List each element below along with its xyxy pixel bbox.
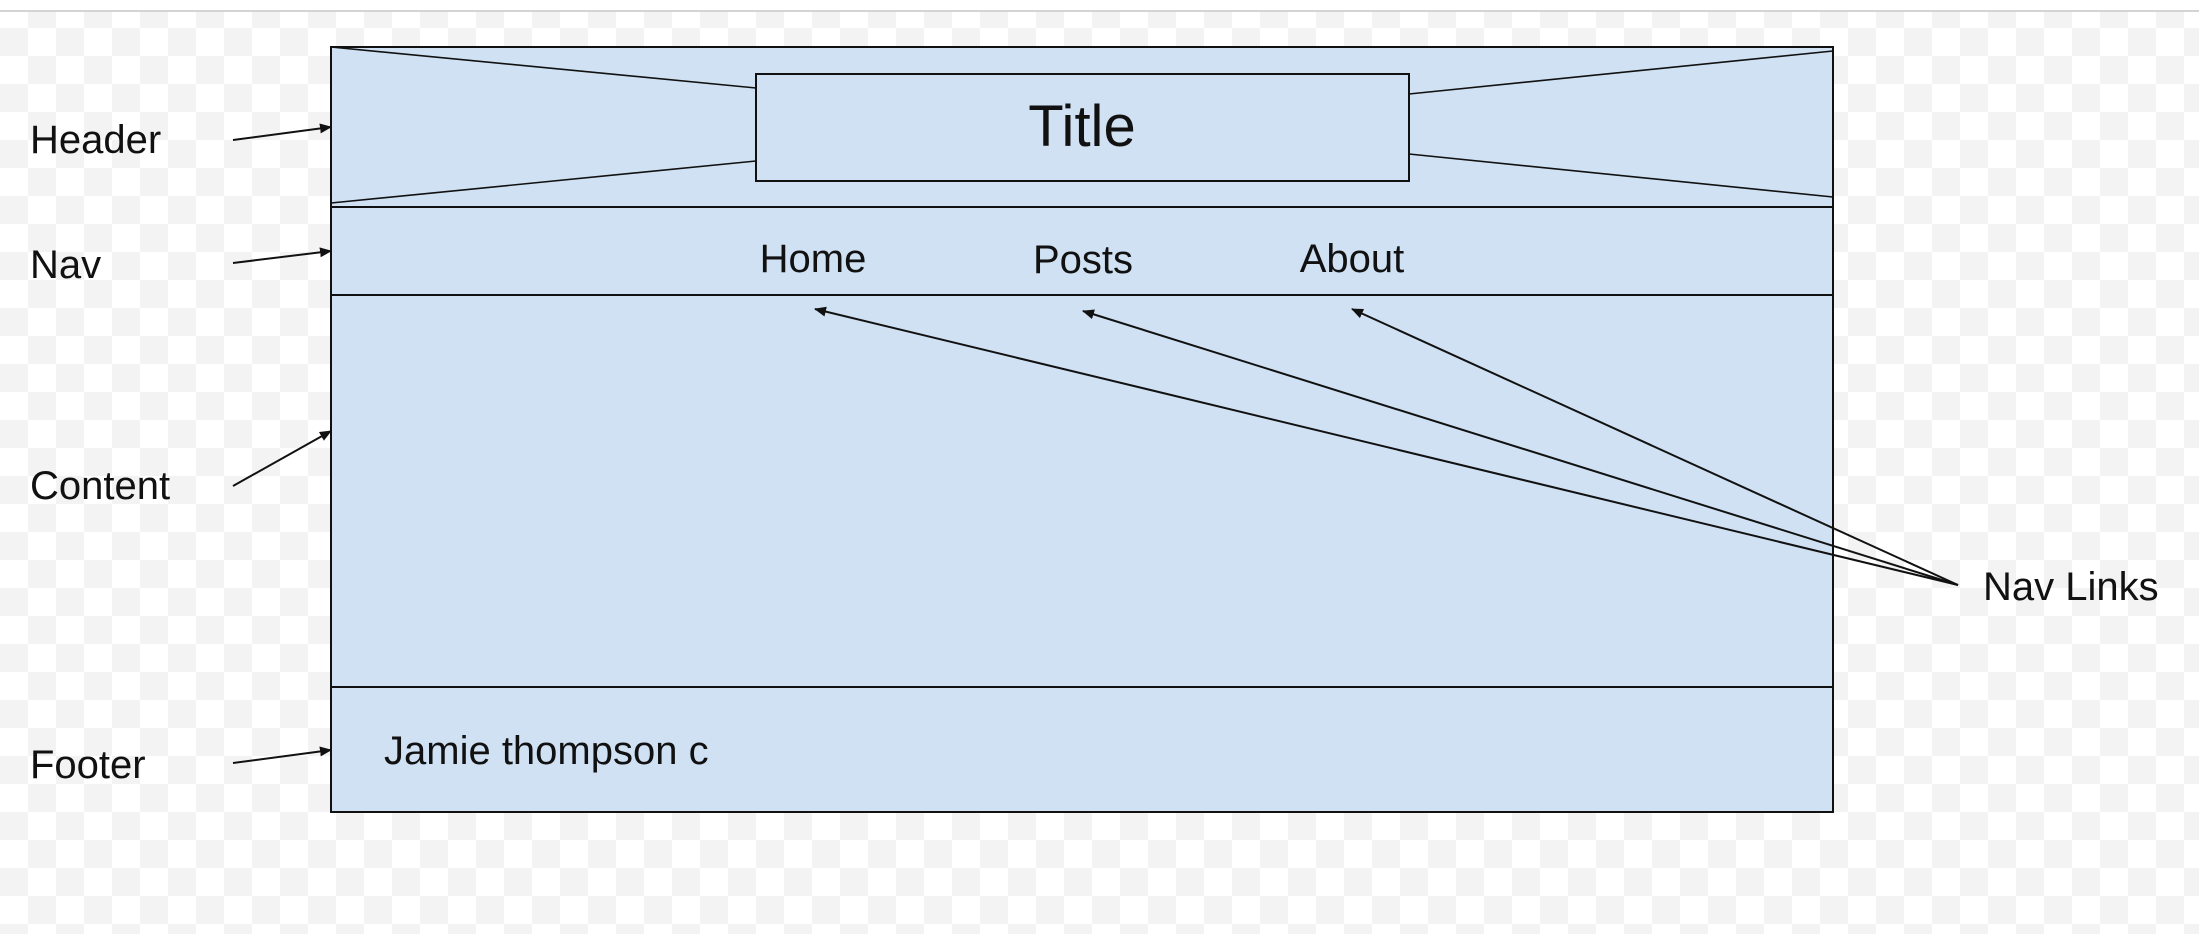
content-arrow	[232, 430, 332, 487]
nav-link-posts: Posts	[1033, 238, 1133, 282]
header-placeholder-line	[330, 160, 757, 204]
annotation-content-label: Content	[30, 464, 170, 508]
nav-arrow	[232, 247, 332, 264]
nav-links-arrow-posts	[1082, 309, 1959, 586]
nav-links-arrow-about	[1351, 308, 1959, 586]
annotation-nav-links-label: Nav Links	[1983, 565, 2159, 609]
header-placeholder-line	[330, 46, 757, 89]
nav-links-arrow-home	[814, 306, 1959, 586]
header-placeholder-line	[1408, 50, 1834, 95]
annotation-footer-label: Footer	[30, 743, 146, 787]
annotation-nav-label: Nav	[30, 243, 101, 287]
canvas-top-border	[0, 0, 2199, 12]
annotation-header-label: Header	[30, 118, 161, 162]
nav-link-about: About	[1300, 237, 1405, 281]
footer-text: Jamie thompson c	[384, 729, 709, 773]
header-placeholder-line	[1408, 153, 1834, 198]
footer-arrow	[232, 746, 332, 764]
nav-link-home: Home	[760, 237, 867, 281]
header-arrow	[232, 123, 332, 141]
page-title: Title	[1028, 94, 1135, 159]
title-box	[755, 73, 1410, 182]
